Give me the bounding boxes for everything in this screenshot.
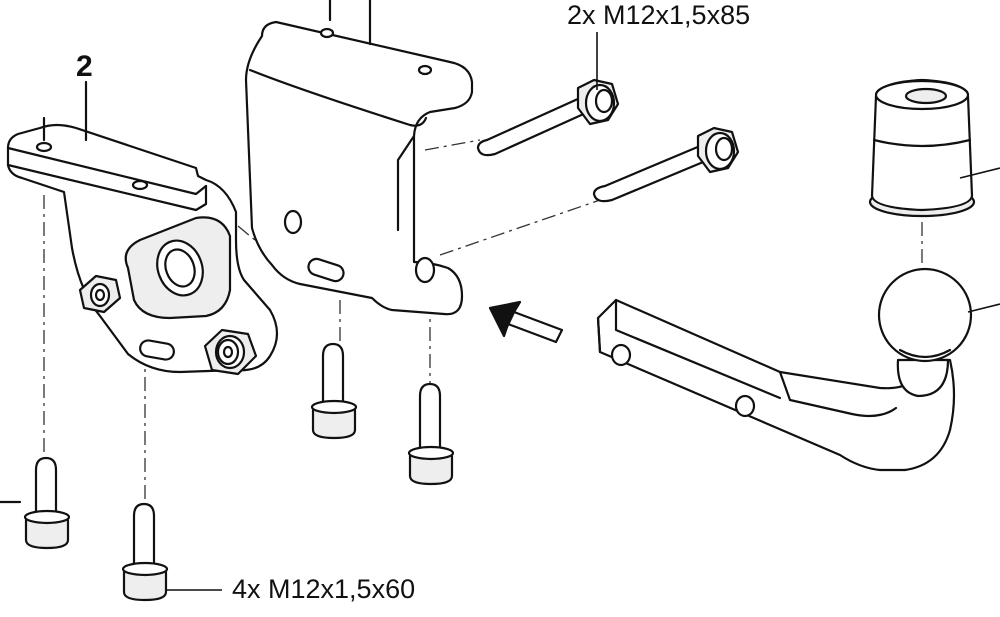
bolt-spec-label-long: 2x M12x1,5x85	[567, 0, 751, 30]
bolt-long-1	[476, 78, 620, 157]
bolt-short-1	[23, 456, 71, 550]
bolt-long-2	[592, 126, 740, 203]
main-bracket	[244, 0, 474, 316]
hex-nut	[203, 328, 258, 376]
bolt-short-2	[121, 502, 169, 602]
bolt-short-4	[407, 382, 455, 486]
arrow-icon	[488, 300, 564, 344]
bolt-short-3	[310, 342, 358, 440]
tow-bar	[596, 267, 1000, 472]
bolt-spec-label-short: 4x M12x1,5x60	[232, 574, 416, 604]
tow-ball-cap	[868, 78, 1000, 218]
part-2-bracket	[0, 80, 279, 504]
hex-nut	[78, 274, 122, 314]
part-number-label: 2	[76, 50, 93, 83]
